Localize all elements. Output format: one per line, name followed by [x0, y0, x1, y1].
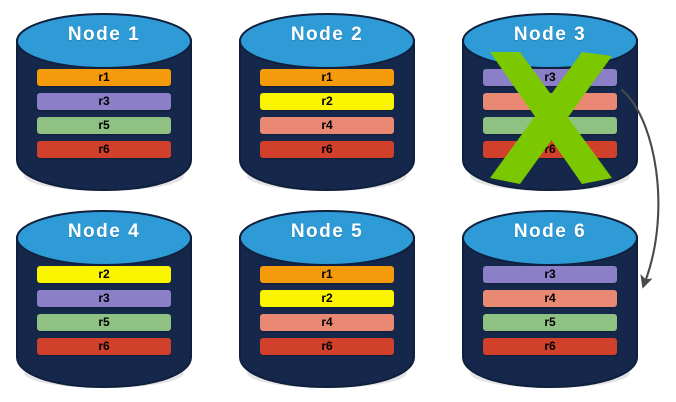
replica-bar[interactable]: r3: [37, 93, 171, 110]
replica-label: r6: [544, 339, 556, 353]
replica-bar[interactable]: r2: [260, 290, 394, 307]
replica-bar[interactable]: r6: [260, 141, 394, 158]
replica-label: r6: [321, 142, 333, 156]
replica-label: r2: [98, 267, 110, 281]
replica-label: r5: [544, 118, 556, 132]
replica-bar[interactable]: r2: [37, 266, 171, 283]
replica-bar[interactable]: r6: [483, 338, 617, 355]
replica-bar[interactable]: r6: [483, 141, 617, 158]
replica-bar[interactable]: r1: [37, 69, 171, 86]
replica-label: r5: [98, 118, 110, 132]
replica-label: r1: [98, 70, 110, 84]
replica-bar[interactable]: r6: [37, 338, 171, 355]
replica-list: r2 r3 r5 r6: [37, 266, 171, 362]
replica-bar[interactable]: r3: [483, 266, 617, 283]
replica-bar[interactable]: r6: [260, 338, 394, 355]
replica-list: r3 r4 r5 r6: [483, 69, 617, 165]
replica-list: r3 r4 r5 r6: [483, 266, 617, 362]
replica-bar[interactable]: r5: [483, 314, 617, 331]
replica-label: r5: [544, 315, 556, 329]
replica-label: r1: [321, 267, 333, 281]
replica-label: r6: [321, 339, 333, 353]
replica-list: r1 r3 r5 r6: [37, 69, 171, 165]
replica-label: r4: [544, 94, 556, 108]
replica-label: r3: [98, 94, 110, 108]
replica-bar[interactable]: r6: [37, 141, 171, 158]
replica-bar[interactable]: r1: [260, 266, 394, 283]
replica-bar[interactable]: r4: [483, 290, 617, 307]
replica-label: r3: [544, 267, 556, 281]
replica-label: r6: [98, 339, 110, 353]
replica-list: r1 r2 r4 r6: [260, 266, 394, 362]
replica-label: r4: [321, 315, 333, 329]
replica-bar[interactable]: r5: [37, 117, 171, 134]
replica-bar[interactable]: r5: [483, 117, 617, 134]
replica-bar[interactable]: r4: [260, 117, 394, 134]
replica-label: r4: [544, 291, 556, 305]
replica-label: r6: [544, 142, 556, 156]
replica-bar[interactable]: r1: [260, 69, 394, 86]
replica-label: r2: [321, 94, 333, 108]
replica-label: r3: [98, 291, 110, 305]
replica-bar[interactable]: r5: [37, 314, 171, 331]
replica-bar[interactable]: r4: [483, 93, 617, 110]
replica-label: r4: [321, 118, 333, 132]
replica-bar[interactable]: r3: [483, 69, 617, 86]
replica-label: r5: [98, 315, 110, 329]
replica-bar[interactable]: r4: [260, 314, 394, 331]
replica-bar[interactable]: r2: [260, 93, 394, 110]
replica-label: r1: [321, 70, 333, 84]
replica-label: r3: [544, 70, 556, 84]
replica-bar[interactable]: r3: [37, 290, 171, 307]
replica-label: r2: [321, 291, 333, 305]
replica-label: r6: [98, 142, 110, 156]
replica-list: r1 r2 r4 r6: [260, 69, 394, 165]
